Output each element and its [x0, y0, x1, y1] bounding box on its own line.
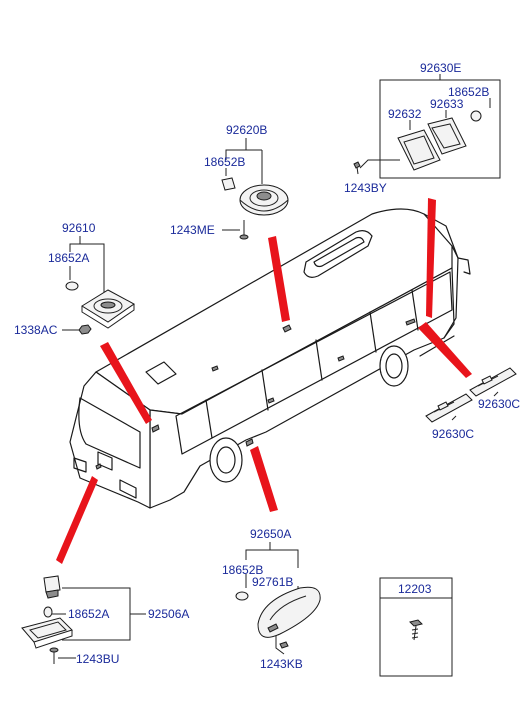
label-92633: 92633 — [430, 97, 464, 111]
screw-icon — [409, 619, 423, 627]
bus-body-icon — [69, 208, 471, 509]
bulb-icon — [43, 606, 53, 618]
screw-icon — [279, 641, 289, 649]
marker-lamp-icon — [397, 129, 441, 171]
label-92610: 92610 — [62, 221, 96, 235]
label-18652B: 18652B — [448, 85, 489, 99]
label-1243BY: 1243BY — [344, 181, 387, 195]
group-92630C — [425, 367, 517, 423]
red-pointer-arrow-icon — [100, 342, 152, 424]
label-18652B: 18652B — [204, 155, 245, 169]
label-92761B: 92761B — [252, 575, 293, 589]
nut-icon — [78, 324, 92, 335]
group-92610 — [62, 236, 135, 335]
courtesy-lamp-icon — [257, 586, 321, 638]
group-92650A — [235, 542, 321, 655]
group-92506A — [21, 575, 146, 664]
label-92506A: 92506A — [148, 607, 189, 621]
bulb-icon — [221, 177, 236, 191]
marker-lamp-icon — [469, 367, 517, 397]
label-1243BU: 1243BU — [76, 652, 119, 666]
label-18652A: 18652A — [68, 607, 109, 621]
socket-icon — [43, 575, 61, 593]
label-12203: 12203 — [398, 582, 432, 596]
label-18652B: 18652B — [222, 563, 263, 577]
red-pointer-arrow-icon — [56, 476, 98, 564]
group-12203 — [379, 577, 453, 677]
marker-lamp-icon — [425, 393, 473, 423]
label-92630C: 92630C — [478, 397, 520, 411]
label-1243ME: 1243ME — [170, 223, 215, 237]
label-92630C: 92630C — [432, 427, 474, 441]
group-92620B — [221, 138, 289, 240]
group-92630E — [353, 74, 501, 179]
bulb-icon — [235, 591, 249, 601]
screw-icon — [353, 161, 361, 169]
part-labels: 92630E 18652B 92632 92633 1243BY 92620B … — [14, 61, 520, 671]
label-92650A: 92650A — [250, 527, 291, 541]
red-pointer-arrows — [56, 198, 472, 564]
label-92630E: 92630E — [420, 61, 461, 75]
red-pointer-arrow-icon — [418, 322, 472, 378]
label-1338AC: 1338AC — [14, 323, 58, 337]
label-92620B: 92620B — [226, 123, 267, 137]
red-pointer-arrow-icon — [268, 236, 290, 322]
red-pointer-arrow-icon — [426, 198, 436, 318]
label-92632: 92632 — [388, 107, 422, 121]
bulb-icon — [65, 281, 79, 291]
label-1243KB: 1243KB — [260, 657, 303, 671]
red-pointer-arrow-icon — [250, 446, 278, 512]
bulb-icon — [470, 110, 482, 122]
label-18652A: 18652A — [48, 251, 89, 265]
